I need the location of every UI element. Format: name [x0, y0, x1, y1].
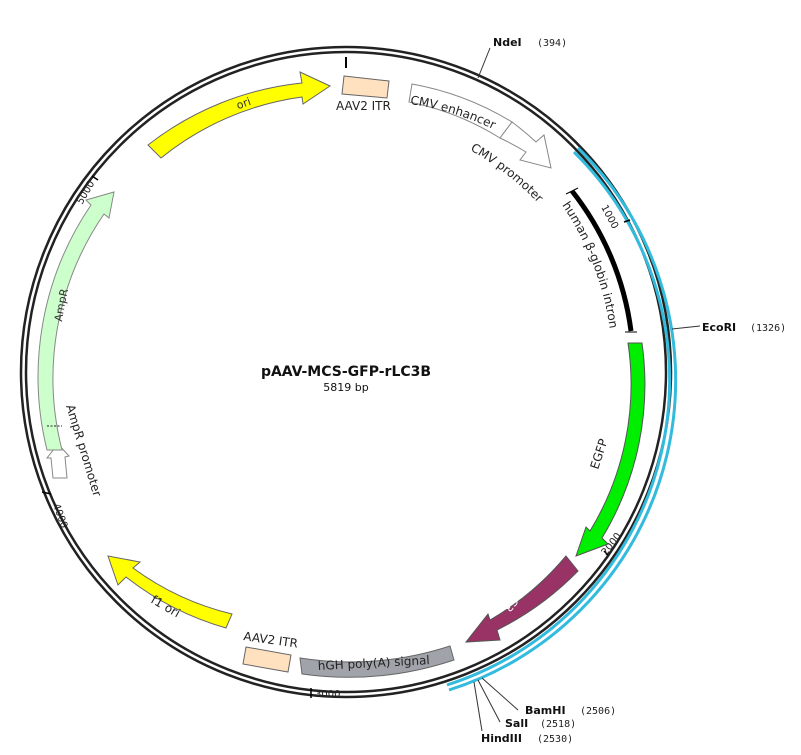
feature-globin-intron[interactable]: [570, 189, 634, 332]
site-ecori-name[interactable]: EcoRI: [702, 321, 736, 334]
feature-ori[interactable]: [147, 71, 332, 159]
feature-f1-ori[interactable]: [107, 555, 233, 629]
feature-ampr-promoter-label: AmpR promoter: [63, 403, 104, 498]
tick-4000: 4000: [50, 502, 69, 530]
tick-2000-mark: [603, 550, 609, 556]
intron-cap-start: [565, 187, 579, 195]
feature-ampr[interactable]: [37, 191, 115, 451]
site-hindiii-name[interactable]: HindIII: [481, 732, 522, 745]
site-sali-position: (2518): [540, 719, 576, 730]
tick-1000-mark: [623, 219, 631, 223]
tick-4000-mark: [41, 491, 52, 495]
backbone-inner: [24, 50, 668, 694]
plasmid-name: pAAV-MCS-GFP-rLC3B: [261, 364, 431, 380]
site-sali-leader: [477, 679, 501, 723]
site-bamhi-position: (2506): [580, 706, 616, 717]
tick-1000: 1000: [598, 203, 620, 231]
tick-5000-mark: [91, 175, 99, 181]
site-ndei-position: (394): [537, 38, 567, 49]
site-bamhi-name[interactable]: BamHI: [525, 704, 566, 717]
feature-rat-lc3[interactable]: [464, 555, 579, 643]
insert-highlight-inner: [446, 150, 672, 687]
site-bamhi-leader: [481, 677, 519, 711]
feature-aav2-itr-right-label: AAV2 ITR: [243, 629, 299, 650]
feature-aav2-itr-left-label: AAV2 ITR: [336, 99, 391, 113]
feature-aav2-itr-left[interactable]: [341, 75, 390, 99]
site-ecori-position: (1326): [750, 323, 786, 334]
feature-cmv-promoter[interactable]: [499, 121, 552, 169]
insert-highlight: [448, 146, 678, 692]
feature-egfp[interactable]: [575, 342, 646, 557]
feature-ampr-promoter[interactable]: [45, 443, 70, 479]
tick-3000: 3000: [315, 689, 340, 700]
feature-hgh-polya-label: hGH poly(A) signal: [317, 653, 430, 673]
plasmid-size: 5819 bp: [323, 381, 368, 394]
site-ndei-leader: [477, 47, 491, 79]
site-sali-name[interactable]: SalI: [505, 717, 528, 730]
feature-aav2-itr-right[interactable]: [242, 646, 292, 673]
feature-hgh-polya[interactable]: [299, 645, 455, 678]
site-ndei-name[interactable]: NdeI: [493, 36, 522, 49]
site-ecori-leader: [671, 325, 701, 330]
site-hindiii-leader: [473, 681, 483, 732]
feature-ori-label: ori: [235, 95, 253, 112]
feature-egfp-label: EGFP: [588, 437, 611, 471]
site-hindiii-position: (2530): [537, 734, 573, 745]
